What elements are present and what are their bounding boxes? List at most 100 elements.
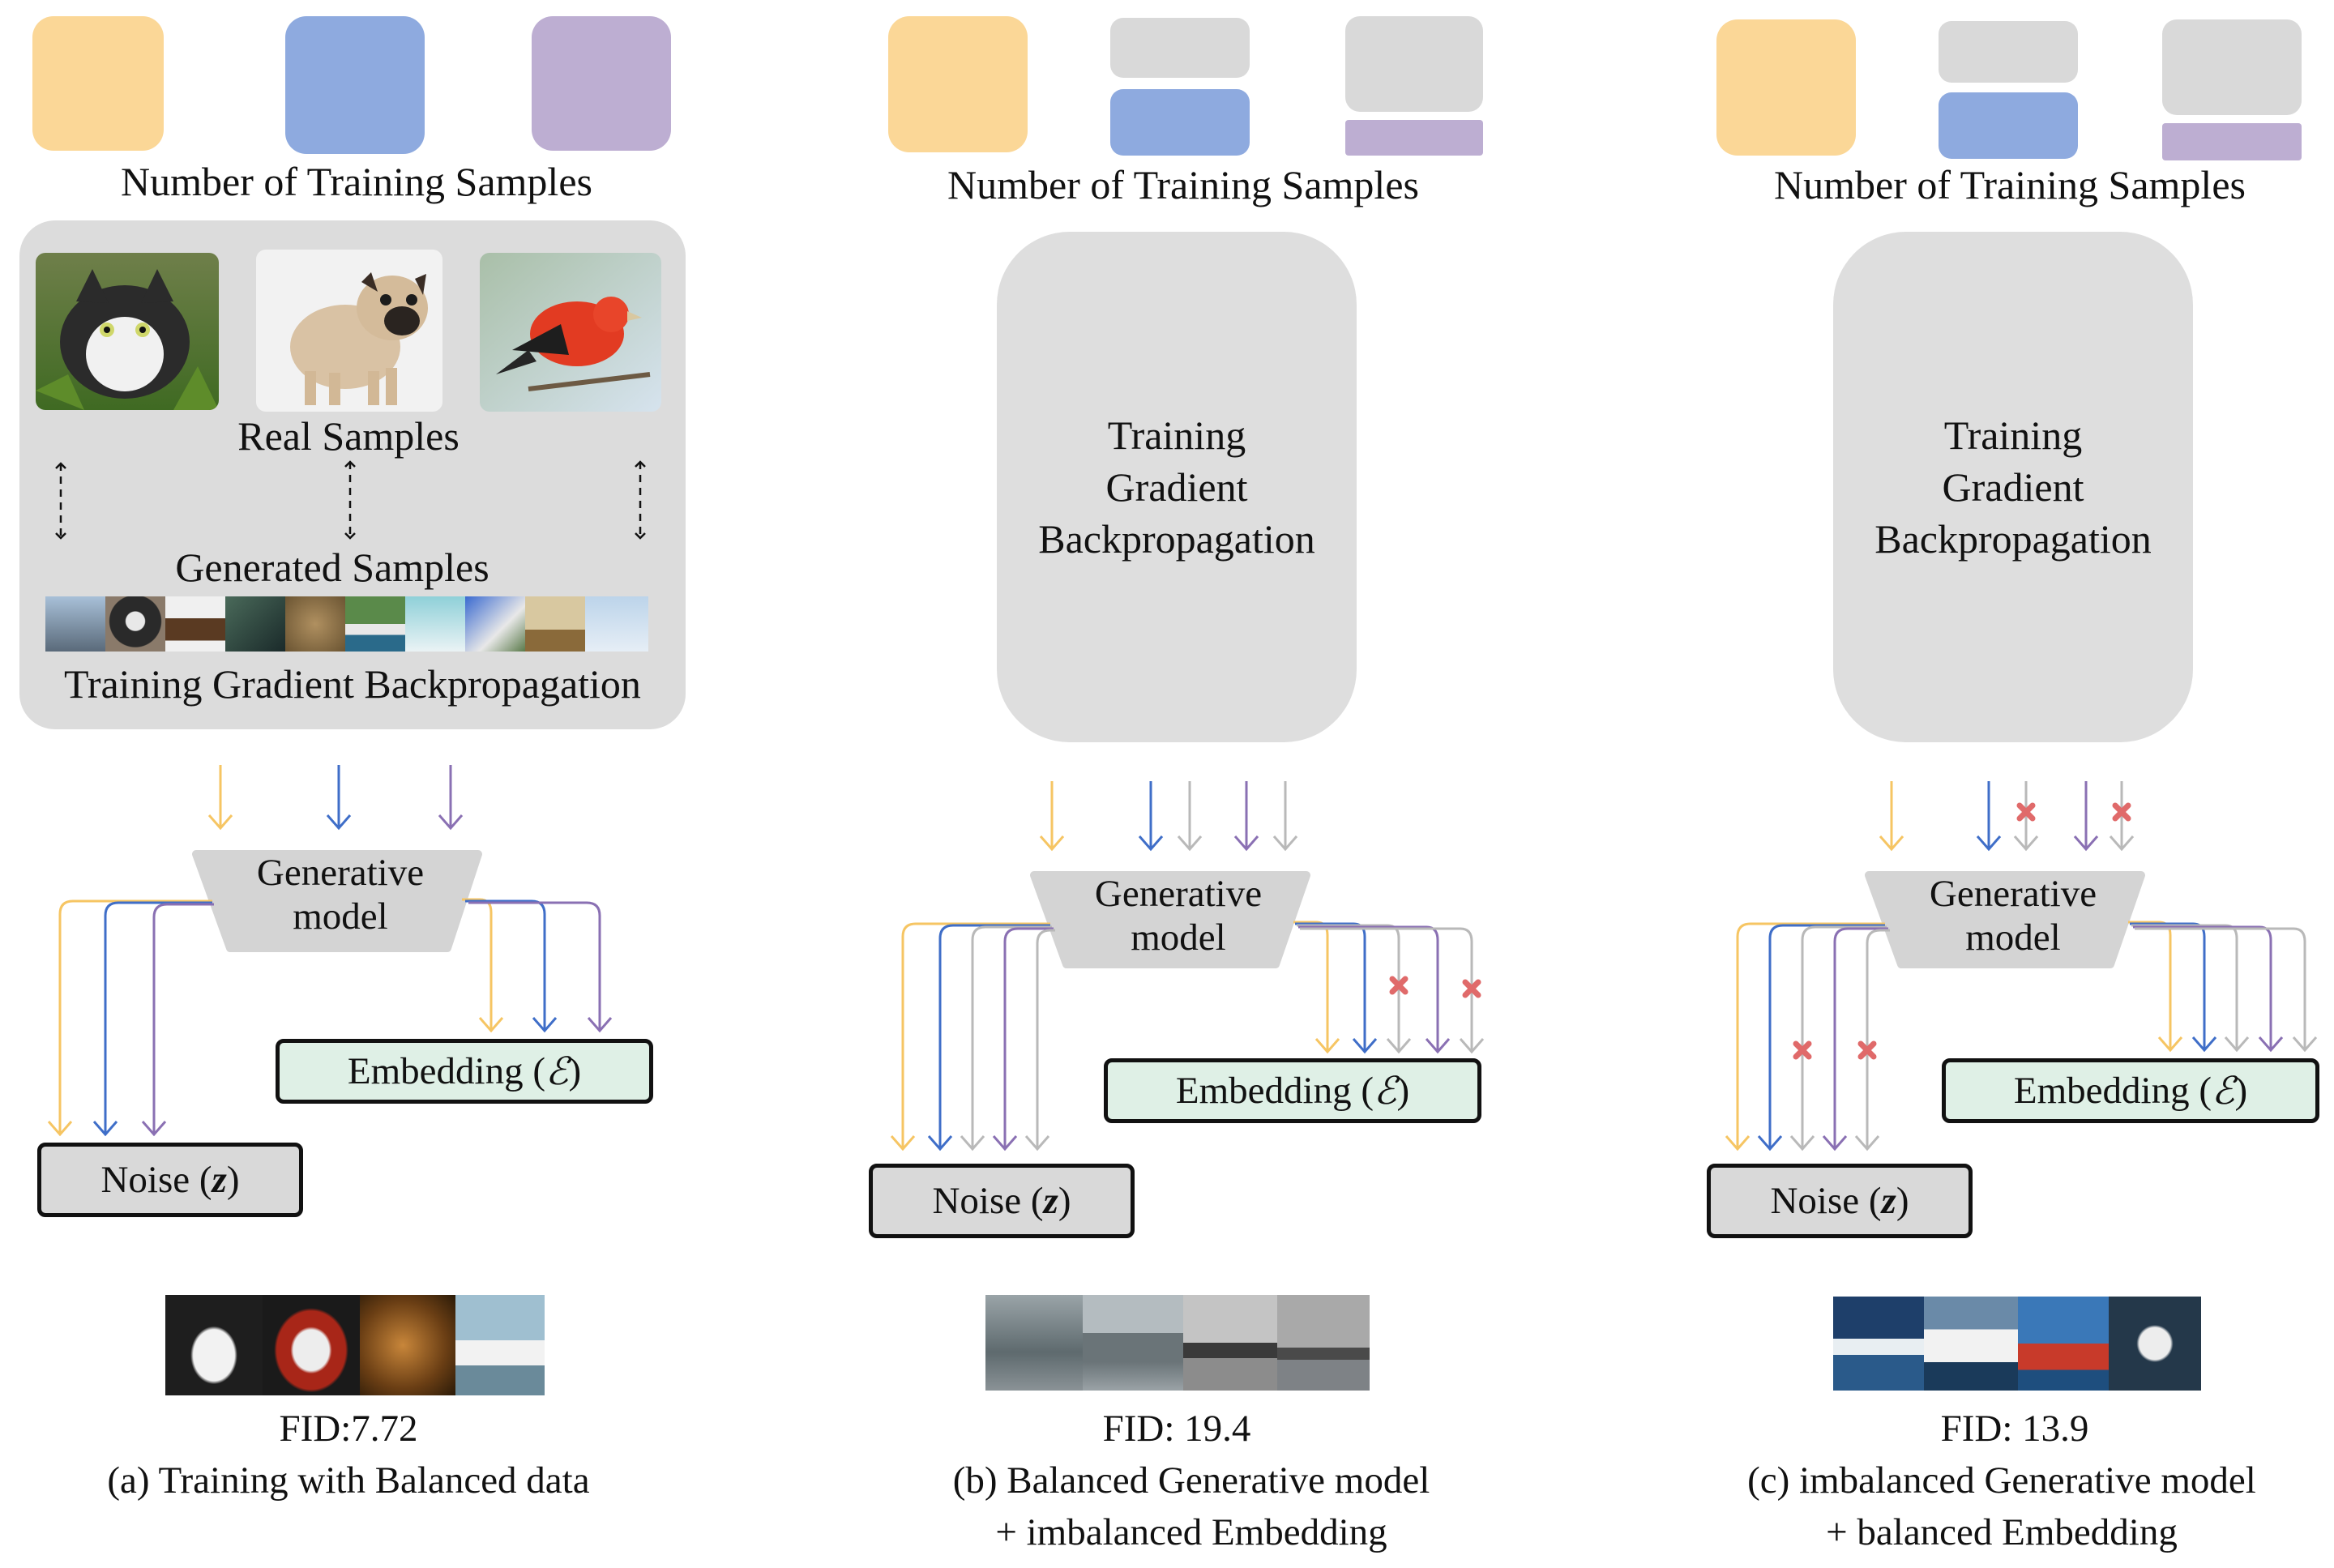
caption-line: + imbalanced Embedding [995, 1511, 1387, 1553]
comparison-arrows [55, 460, 646, 540]
result-thumb [2018, 1297, 2109, 1391]
embedding-close: ) [568, 1050, 582, 1092]
generated-thumb [225, 596, 285, 652]
generated-thumb [105, 596, 165, 652]
cross-icon [1793, 1040, 1812, 1060]
embedding-symbol: ℰ [545, 1050, 569, 1093]
result-image-strip [985, 1295, 1370, 1391]
class-bar-orange [888, 16, 1028, 152]
class-bar-purple [532, 16, 671, 151]
result-thumb [1833, 1297, 1924, 1391]
cross-icon [1389, 976, 1409, 995]
training-panel: Training Gradient Backpropagation [1833, 232, 2193, 742]
result-thumb [985, 1295, 1083, 1391]
result-image-strip [1833, 1297, 2201, 1391]
panel-b-arrows [890, 781, 1485, 1151]
generated-thumb [345, 596, 405, 652]
generator-line: Generative [256, 852, 425, 894]
generator-line: Generative [1094, 873, 1263, 915]
embedding-close: ) [1396, 1070, 1410, 1112]
noise-box: Noise (z) [1707, 1164, 1973, 1238]
backprop-line: Gradient [1942, 464, 2084, 510]
backprop-line: Training [1943, 412, 2083, 458]
class-bar-orange [1716, 19, 1856, 156]
embedding-symbol: ℰ [1373, 1070, 1397, 1113]
class-bar-gray [1939, 21, 2078, 83]
backprop-line: Backpropagation [1038, 516, 1315, 562]
fid-score: FID:7.72 [279, 1408, 418, 1450]
embedding-label: Embedding ( [347, 1050, 545, 1092]
samples-label: Number of Training Samples [947, 162, 1419, 207]
cross-icon [2112, 802, 2131, 822]
result-thumb [2109, 1297, 2201, 1391]
real-samples-label: Real Samples [237, 413, 460, 459]
backprop-label: Training Gradient Backpropagation [64, 661, 641, 707]
generated-thumbnail-strip [45, 596, 648, 652]
noise-label: Noise ( [100, 1159, 212, 1201]
embedding-close: ) [2234, 1070, 2248, 1112]
generator-label: Generative model [1058, 872, 1298, 959]
embedding-label: Embedding ( [1175, 1070, 1374, 1112]
backprop-line: Backpropagation [1874, 516, 2152, 562]
generated-thumb [165, 596, 225, 652]
embedding-box: Embedding (ℰ) [1942, 1058, 2319, 1123]
result-thumb [1924, 1297, 2018, 1391]
generator-label: Generative model [1893, 872, 2133, 959]
class-bar-gray [1345, 16, 1483, 112]
real-image-bird [480, 253, 661, 412]
result-image-strip [165, 1295, 545, 1395]
cross-icon [1857, 1040, 1877, 1060]
result-thumb [165, 1295, 263, 1395]
class-bar-gray [2162, 19, 2302, 115]
embedding-label: Embedding ( [2013, 1070, 2212, 1112]
result-thumb [1277, 1295, 1370, 1391]
noise-close: ) [1058, 1180, 1071, 1222]
embedding-box: Embedding (ℰ) [1104, 1058, 1481, 1123]
training-panel: Training Gradient Backpropagation [997, 232, 1357, 742]
noise-label: Noise ( [932, 1180, 1044, 1222]
noise-symbol: z [212, 1159, 227, 1201]
noise-symbol: z [1043, 1180, 1058, 1222]
generated-samples-label: Generated Samples [175, 545, 489, 590]
backprop-line: Training [1107, 412, 1246, 458]
real-image-pug [256, 250, 442, 412]
caption-line: + balanced Embedding [1826, 1511, 2178, 1553]
noise-box: Noise (z) [869, 1164, 1135, 1238]
generator-line: model [293, 895, 388, 938]
fid-score: FID: 13.9 [1940, 1408, 2089, 1450]
generator-line: model [1965, 916, 2061, 959]
panel-a-arrows [47, 765, 613, 1137]
result-thumb [1183, 1295, 1277, 1391]
noise-box: Noise (z) [37, 1143, 303, 1217]
noise-label: Noise ( [1770, 1180, 1882, 1222]
class-bar-blue [1110, 89, 1250, 156]
caption-line: (c) imbalanced Generative model [1747, 1459, 2256, 1502]
generator-line: model [1131, 916, 1226, 959]
panel-c-arrows [1725, 781, 2318, 1151]
generated-thumb [45, 596, 105, 652]
samples-label: Number of Training Samples [121, 159, 592, 204]
caption-line: (b) Balanced Generative model [952, 1459, 1430, 1502]
generated-thumb [525, 596, 585, 652]
noise-symbol: z [1881, 1180, 1896, 1222]
embedding-symbol: ℰ [2211, 1070, 2235, 1113]
generated-thumb [585, 596, 648, 652]
generator-line: Generative [1929, 873, 2097, 915]
real-image-cat [36, 253, 219, 410]
class-bar-blue [285, 16, 425, 154]
cross-icon [1462, 979, 1481, 998]
class-bar-gray [1110, 18, 1250, 78]
generator-label: Generative model [220, 851, 460, 938]
backprop-line: Gradient [1105, 464, 1248, 510]
generated-thumb [285, 596, 345, 652]
generated-thumb [465, 596, 525, 652]
samples-label: Number of Training Samples [1774, 162, 2246, 207]
result-thumb [263, 1295, 360, 1395]
fid-score: FID: 19.4 [1102, 1408, 1251, 1450]
noise-close: ) [226, 1159, 240, 1201]
result-thumb [455, 1295, 545, 1395]
result-thumb [360, 1295, 455, 1395]
result-thumb [1083, 1295, 1183, 1391]
embedding-box: Embedding (ℰ) [276, 1039, 653, 1104]
class-bar-purple [2162, 123, 2302, 160]
